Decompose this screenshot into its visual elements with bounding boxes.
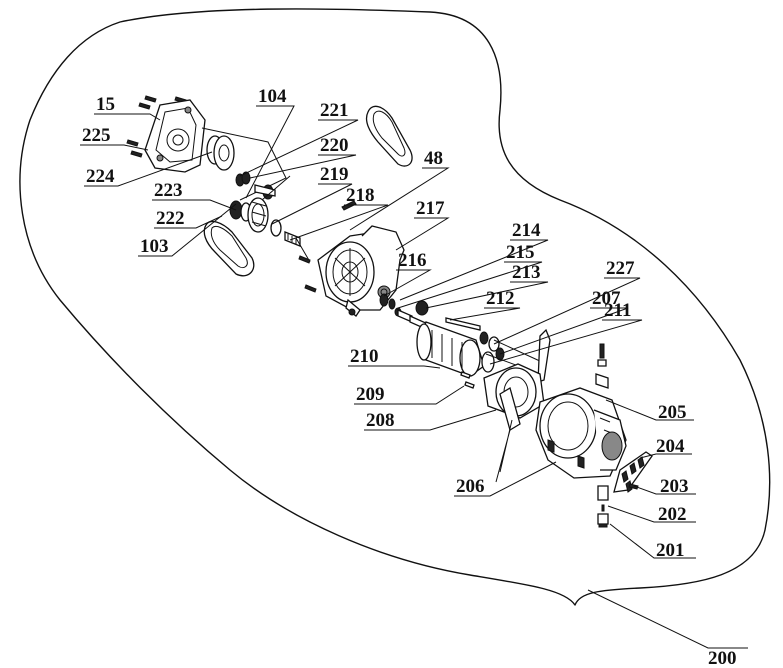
label-222: 222	[156, 208, 185, 229]
label-203: 203	[660, 476, 689, 497]
label-15: 15	[96, 94, 115, 115]
part-labels: 15 104 221 220 219 225 48 224 218 217 22…	[82, 86, 737, 668]
label-207: 207	[592, 288, 621, 309]
label-214: 214	[512, 220, 541, 241]
label-225: 225	[82, 125, 111, 146]
label-217: 217	[416, 198, 445, 219]
gear-cover-assembly	[126, 95, 287, 201]
label-213: 213	[512, 262, 541, 283]
label-104: 104	[258, 86, 287, 107]
label-211: 211	[604, 300, 631, 321]
label-218: 218	[346, 185, 375, 206]
leader-lines	[80, 105, 696, 559]
label-227: 227	[606, 258, 635, 279]
label-48: 48	[424, 148, 443, 169]
gear-housing	[317, 225, 405, 317]
cooling-fan	[613, 451, 653, 493]
label-223: 223	[154, 180, 183, 201]
drive-belt-lower	[203, 220, 255, 277]
armature	[416, 317, 551, 389]
gear-train	[229, 171, 357, 293]
motor-shaft-parts	[379, 293, 429, 332]
drive-belt-upper	[365, 105, 413, 167]
motor-housing	[535, 343, 627, 479]
label-202: 202	[658, 504, 687, 525]
label-210: 210	[350, 346, 379, 367]
label-103: 103	[140, 236, 169, 257]
label-215: 215	[506, 242, 535, 263]
label-204: 204	[656, 436, 685, 457]
label-201: 201	[656, 540, 685, 561]
label-209: 209	[356, 384, 385, 405]
leader-200	[587, 589, 748, 649]
stator	[483, 363, 545, 483]
label-212: 212	[486, 288, 515, 309]
brush-parts	[597, 485, 609, 528]
label-219: 219	[320, 164, 349, 185]
label-200: 200	[708, 648, 737, 668]
assembly-boundary	[19, 8, 771, 606]
label-224: 224	[86, 166, 115, 187]
label-220: 220	[320, 135, 349, 156]
label-221: 221	[320, 100, 349, 121]
label-208: 208	[366, 410, 395, 431]
label-205: 205	[658, 402, 687, 423]
label-206: 206	[456, 476, 485, 497]
label-216: 216	[398, 250, 427, 271]
